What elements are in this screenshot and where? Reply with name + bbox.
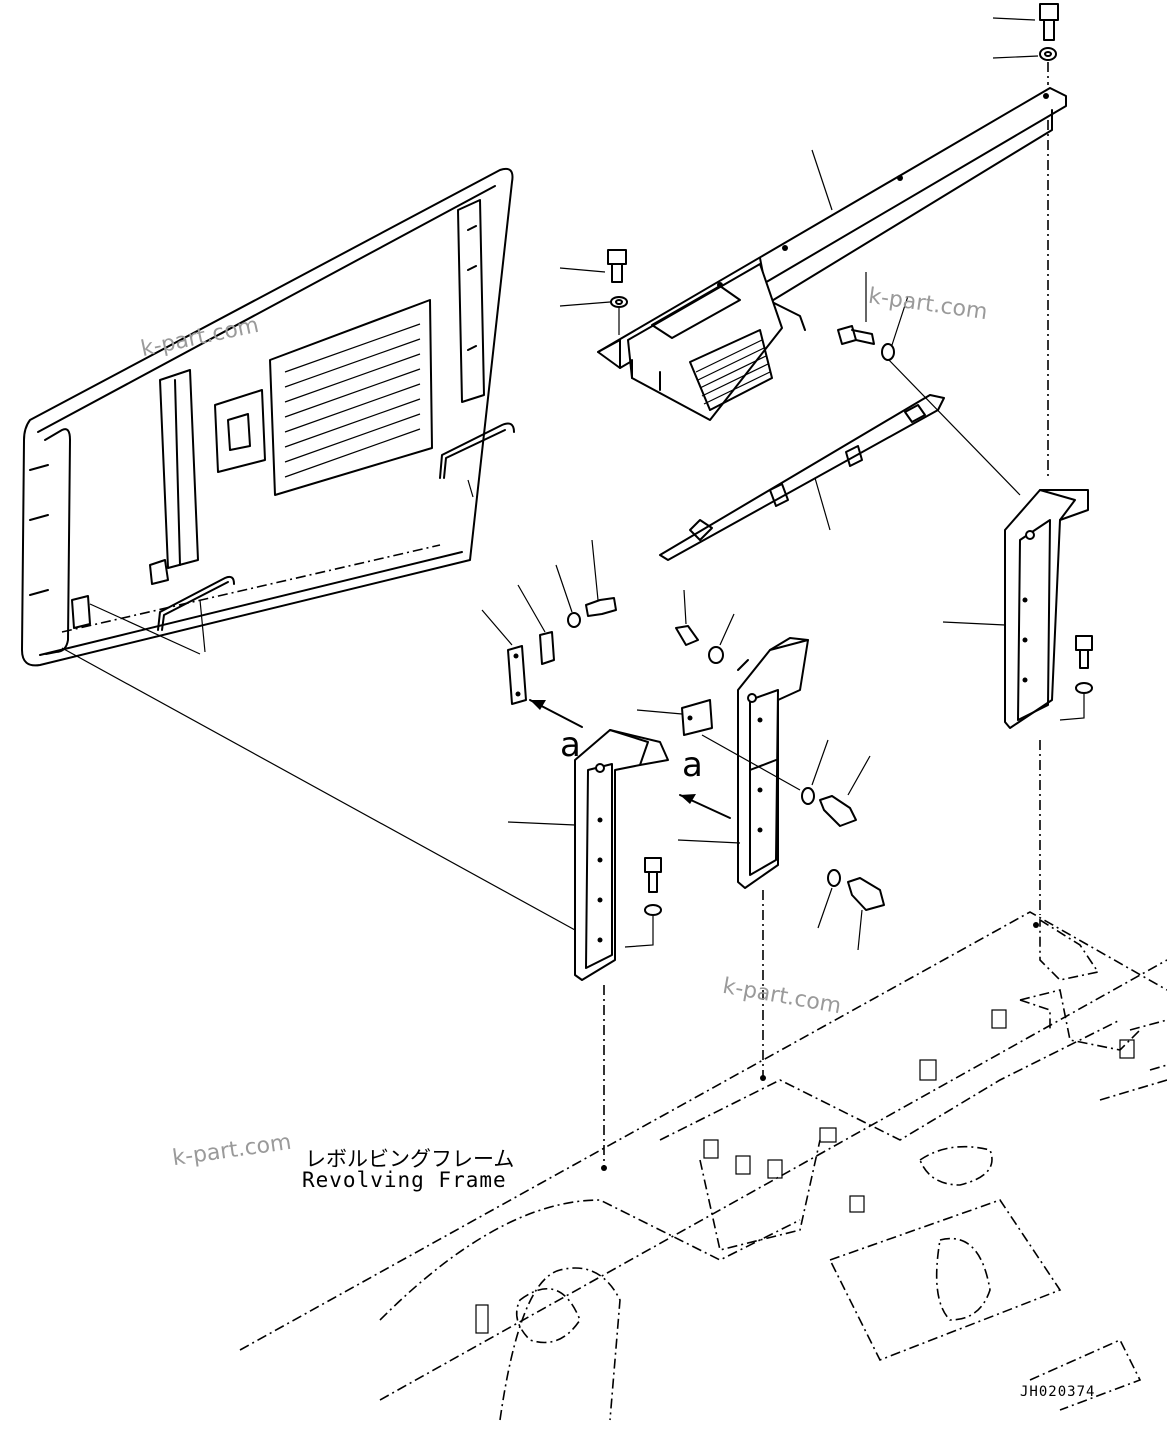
bolt-right-box (837, 272, 909, 361)
view-marker-a-middle: a (682, 745, 703, 785)
small-plate (636, 699, 801, 791)
diagonal-strut (659, 357, 1021, 561)
left-column-bracket (507, 729, 669, 1170)
guide-lines (61, 149, 833, 931)
frame-label-english: Revolving Frame (302, 1168, 507, 1192)
middle-column-bracket (677, 637, 809, 1080)
bolt-top-right (992, 3, 1059, 480)
handle-rods (157, 422, 515, 631)
bolt-group-top (559, 249, 628, 335)
right-column-bracket (942, 489, 1093, 915)
revolving-frame (239, 911, 1167, 1421)
top-support-bar (597, 87, 1067, 421)
middle-bolts (675, 589, 885, 951)
drawing-code: JH020374 (1020, 1384, 1096, 1400)
frame-label-japanese: レボルビングフレーム (305, 1147, 515, 1171)
view-marker-a-left: a (560, 725, 581, 765)
clip-parts (481, 539, 731, 819)
rear-cover-panel (21, 167, 514, 667)
